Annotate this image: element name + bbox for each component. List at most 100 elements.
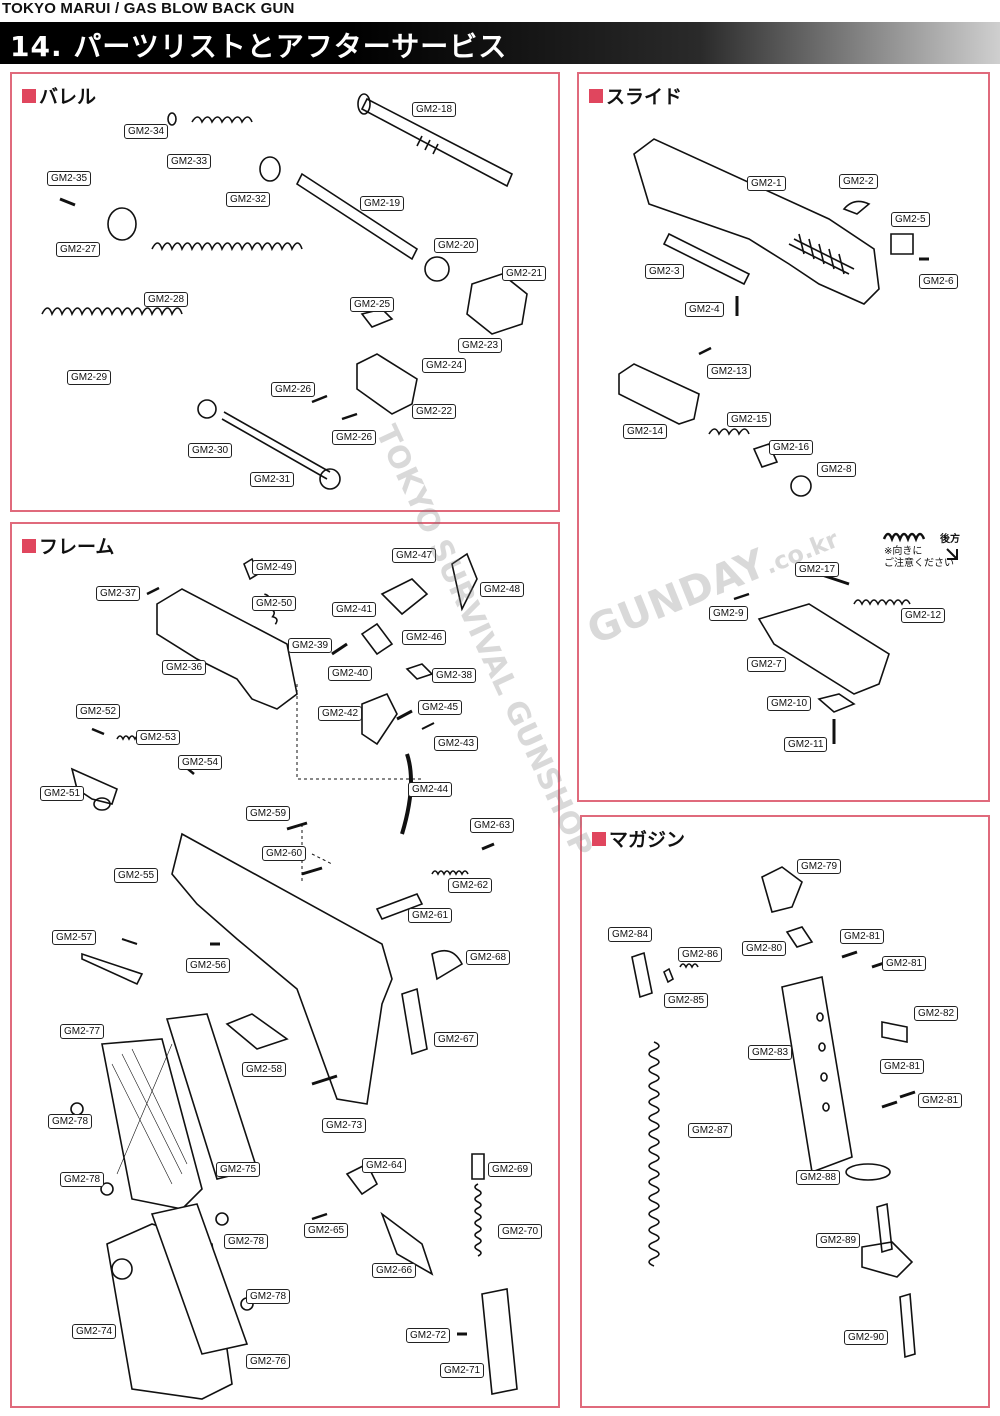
part-label: GM2-35 xyxy=(47,171,92,186)
part-label: GM2-34 xyxy=(124,124,169,139)
part-label: GM2-70 xyxy=(498,1224,543,1239)
part-label: GM2-11 xyxy=(784,737,828,752)
note-line-2: ご注意ください xyxy=(884,558,954,569)
note-line-1: ※向きに xyxy=(884,546,923,557)
document-caption: TOKYO MARUI / GAS BLOW BACK GUN xyxy=(2,0,295,17)
part-label: GM2-63 xyxy=(470,818,515,833)
part-label: GM2-59 xyxy=(246,806,291,821)
part-label: GM2-53 xyxy=(136,730,181,745)
part-label: GM2-87 xyxy=(688,1123,733,1138)
slide-parts-drawing xyxy=(618,138,958,744)
part-label: GM2-2 xyxy=(839,174,878,189)
part-label: GM2-78 xyxy=(246,1289,291,1304)
panel-title-magazine: マガジン xyxy=(592,825,685,852)
part-label: GM2-65 xyxy=(304,1223,349,1238)
part-label: GM2-46 xyxy=(402,630,447,645)
part-label: GM2-19 xyxy=(360,196,405,211)
part-label: GM2-18 xyxy=(412,102,457,117)
part-label: GM2-71 xyxy=(440,1363,485,1378)
part-label: GM2-22 xyxy=(412,404,457,419)
part-label: GM2-21 xyxy=(502,266,547,281)
part-label: GM2-5 xyxy=(891,212,930,227)
part-label: GM2-9 xyxy=(709,606,748,621)
part-label: GM2-64 xyxy=(362,1158,407,1173)
part-label: GM2-20 xyxy=(434,238,479,253)
part-label: GM2-90 xyxy=(844,1330,889,1345)
part-label: GM2-37 xyxy=(96,586,141,601)
part-label: GM2-54 xyxy=(178,755,223,770)
part-label: GM2-74 xyxy=(72,1324,117,1339)
part-label: GM2-8 xyxy=(817,462,856,477)
part-label: GM2-81 xyxy=(880,1059,925,1074)
part-label: GM2-49 xyxy=(252,560,297,575)
part-label: GM2-76 xyxy=(246,1354,291,1369)
part-label: GM2-88 xyxy=(796,1170,841,1185)
panel-magazine: マガジン GM2-79 GM2-84 GM2-86 GM2-80 GM2-81 … xyxy=(580,815,990,1408)
part-label: GM2-52 xyxy=(76,704,121,719)
part-label: GM2-44 xyxy=(408,782,453,797)
part-label: GM2-30 xyxy=(188,443,233,458)
panel-frame: フレーム xyxy=(10,522,560,1408)
part-label: GM2-38 xyxy=(432,668,477,683)
part-label: GM2-83 xyxy=(748,1045,793,1060)
header-bar: 14. パーツリストとアフターサービス xyxy=(0,22,1000,64)
part-label: GM2-51 xyxy=(40,786,85,801)
part-label: GM2-75 xyxy=(216,1162,261,1177)
part-label: GM2-78 xyxy=(48,1114,93,1129)
section-marker-icon xyxy=(589,88,603,103)
part-label: GM2-31 xyxy=(250,472,295,487)
part-label: GM2-29 xyxy=(67,370,112,385)
part-label: GM2-73 xyxy=(322,1118,367,1133)
part-label: GM2-27 xyxy=(56,242,101,257)
part-label: GM2-78 xyxy=(224,1234,269,1249)
part-label: GM2-36 xyxy=(162,660,207,675)
part-label: GM2-60 xyxy=(262,846,307,861)
part-label: GM2-89 xyxy=(816,1233,861,1248)
part-label: GM2-32 xyxy=(226,192,271,207)
panel-title-slide: スライド xyxy=(589,82,682,109)
part-label: GM2-81 xyxy=(840,929,885,944)
part-label: GM2-43 xyxy=(434,736,479,751)
part-label: GM2-25 xyxy=(350,297,395,312)
panel-barrel: バレル xyxy=(10,72,560,512)
part-label: GM2-47 xyxy=(392,548,437,563)
part-label: GM2-12 xyxy=(901,608,946,623)
part-label: GM2-23 xyxy=(458,338,503,353)
magazine-parts-drawing xyxy=(631,866,916,1359)
part-label: GM2-42 xyxy=(318,706,363,721)
part-label: GM2-41 xyxy=(332,602,377,617)
part-label: GM2-4 xyxy=(685,302,724,317)
part-label: GM2-33 xyxy=(167,154,212,169)
part-label: GM2-68 xyxy=(466,950,511,965)
part-label: GM2-16 xyxy=(769,440,814,455)
part-label: GM2-85 xyxy=(664,993,709,1008)
part-label: GM2-86 xyxy=(678,947,723,962)
part-label: GM2-3 xyxy=(645,264,684,279)
part-label: GM2-39 xyxy=(288,638,333,653)
part-label: GM2-62 xyxy=(448,878,493,893)
part-label: GM2-1 xyxy=(747,176,786,191)
part-label: GM2-6 xyxy=(919,274,958,289)
barrel-parts-drawing xyxy=(41,93,528,490)
part-label: GM2-78 xyxy=(60,1172,105,1187)
part-label: GM2-58 xyxy=(242,1062,287,1077)
part-label: GM2-14 xyxy=(623,424,668,439)
part-label: GM2-81 xyxy=(882,956,927,971)
part-label: GM2-15 xyxy=(727,412,772,427)
panel-title-barrel: バレル xyxy=(22,82,96,109)
part-label: GM2-79 xyxy=(797,859,842,874)
part-label: GM2-84 xyxy=(608,927,653,942)
direction-label: 後方 xyxy=(940,534,960,545)
section-marker-icon xyxy=(592,831,606,846)
part-label: GM2-80 xyxy=(742,941,787,956)
direction-note: 後方 ※向きに ご注意ください xyxy=(884,534,960,570)
part-label: GM2-10 xyxy=(767,696,812,711)
part-label: GM2-77 xyxy=(60,1024,105,1039)
part-label: GM2-81 xyxy=(918,1093,963,1108)
part-label: GM2-50 xyxy=(252,596,297,611)
part-label: GM2-67 xyxy=(434,1032,479,1047)
part-label: GM2-82 xyxy=(914,1006,959,1021)
part-label: GM2-7 xyxy=(747,657,786,672)
part-label: GM2-48 xyxy=(480,582,525,597)
section-marker-icon xyxy=(22,88,36,103)
